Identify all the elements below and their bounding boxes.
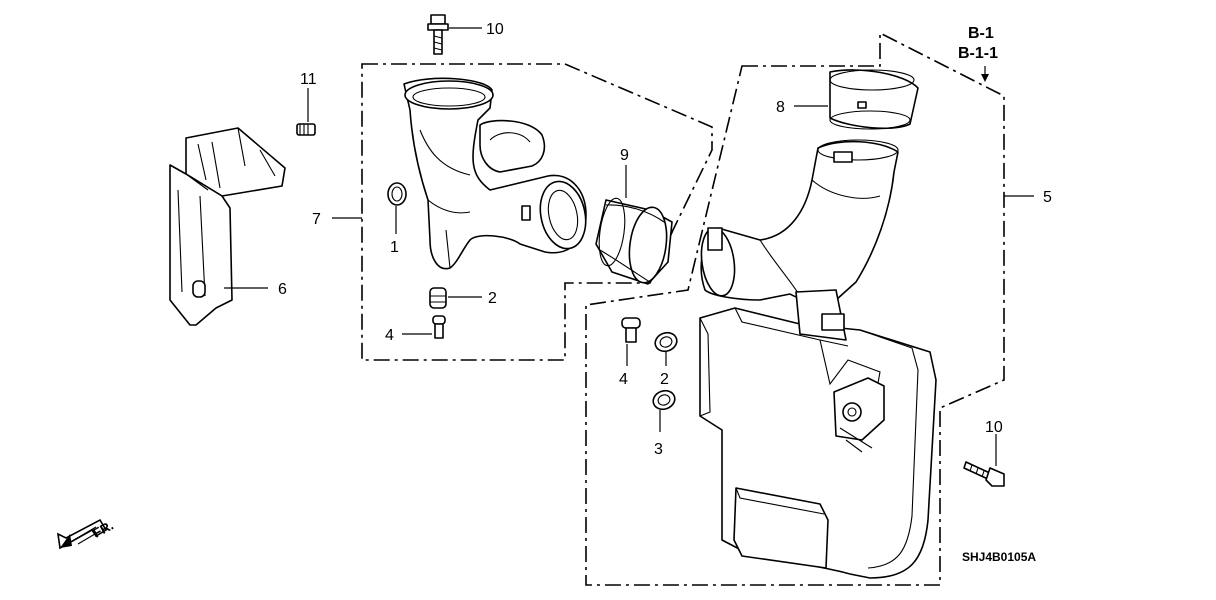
- grommet-3: [652, 389, 676, 411]
- grommet-1: [387, 182, 407, 206]
- callout-2-right: 2: [660, 371, 669, 388]
- reference-code-b11: B-1-1: [958, 45, 998, 62]
- resonator-seal-8: [829, 69, 919, 130]
- resonator-assembly-5: [699, 139, 937, 579]
- front-direction-arrow-icon: [56, 518, 108, 550]
- callout-11: 11: [300, 71, 317, 88]
- callout-8: 8: [776, 99, 785, 116]
- callout-9: 9: [620, 147, 629, 164]
- connecting-band-9: [595, 197, 673, 285]
- air-intake-duct-7: [403, 77, 587, 270]
- callout-10-top: 10: [486, 21, 504, 38]
- drawing-number: SHJ4B0105A: [962, 550, 1036, 564]
- clip-11: [296, 123, 316, 136]
- callout-6: 6: [278, 281, 287, 298]
- bolt-10-right: [963, 461, 1005, 487]
- callout-5: 5: [1043, 189, 1052, 206]
- callout-2-left: 2: [488, 290, 497, 307]
- air-guide-bracket-6: [169, 127, 286, 326]
- reference-arrow-head: [981, 74, 989, 82]
- bolt-10-top: [427, 14, 449, 55]
- callout-7: 7: [312, 211, 321, 228]
- grommet-2-left: [429, 287, 447, 309]
- callout-4-left: 4: [385, 327, 394, 344]
- clip-4-right: [621, 317, 641, 343]
- front-direction-label: FR.: [90, 518, 116, 541]
- clip-4-left: [432, 315, 446, 339]
- callout-1: 1: [390, 239, 399, 256]
- callout-4-right: 4: [619, 371, 628, 388]
- callout-10-right: 10: [985, 419, 1003, 436]
- group-outline-5: [585, 31, 1005, 586]
- grommet-2-right: [654, 331, 678, 353]
- callout-3: 3: [654, 441, 663, 458]
- reference-code-b1: B-1: [968, 25, 994, 42]
